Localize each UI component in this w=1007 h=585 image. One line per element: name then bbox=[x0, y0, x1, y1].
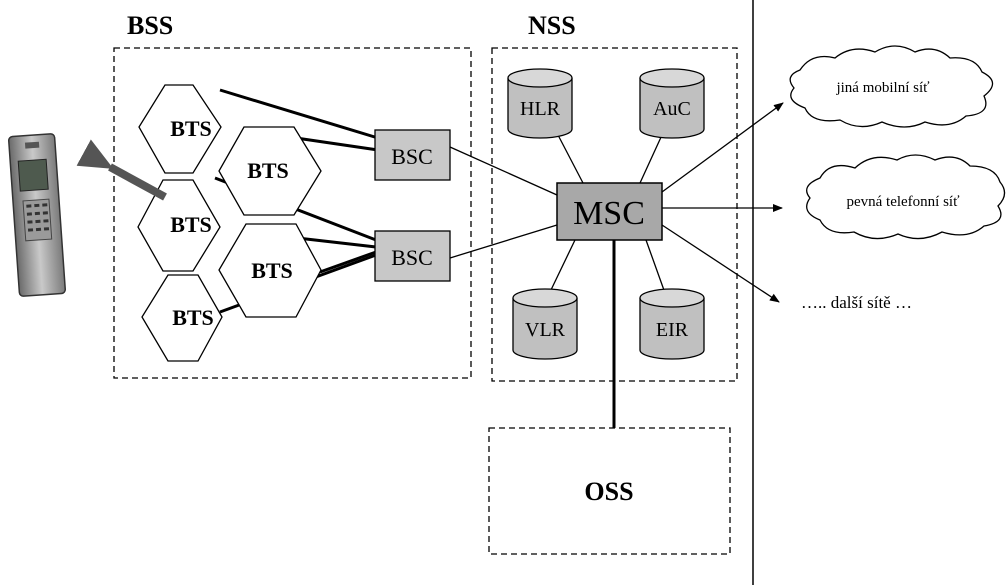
auc-label: AuC bbox=[653, 98, 691, 120]
auc-database[interactable]: AuC bbox=[639, 68, 705, 139]
link-msc-hlr bbox=[557, 134, 584, 184]
vlr-label: VLR bbox=[525, 319, 566, 341]
bts-cell-5 bbox=[141, 274, 223, 362]
hlr-database[interactable]: HLR bbox=[507, 68, 573, 139]
bts-label-5: BTS bbox=[172, 305, 214, 330]
mobile-network-cloud[interactable]: jiná mobilní síť bbox=[789, 45, 994, 128]
bts-cell-3 bbox=[137, 179, 221, 272]
bsc-1-label: BSC bbox=[391, 144, 433, 169]
bts-cells bbox=[137, 84, 322, 362]
other-networks-label: ….. další sítě … bbox=[801, 293, 912, 312]
bts-cell-1 bbox=[138, 84, 222, 174]
oss-group-box[interactable] bbox=[488, 427, 731, 555]
bts-label-4: BTS bbox=[251, 258, 293, 283]
bts-cell-2 bbox=[218, 126, 322, 216]
bts-cell-4 bbox=[218, 223, 322, 318]
link-bsc2-msc bbox=[449, 224, 558, 259]
bsc-2-label: BSC bbox=[391, 245, 433, 270]
mobile-phone-icon[interactable] bbox=[7, 133, 67, 297]
bts-to-phone-arrow bbox=[76, 139, 167, 201]
link-bsc1-msc bbox=[449, 146, 558, 196]
link-bts1-bsc1 bbox=[219, 88, 379, 140]
link-msc-auc bbox=[639, 134, 663, 184]
link-bts6-bsc2 bbox=[319, 250, 377, 274]
msc-label: MSC bbox=[573, 195, 645, 232]
bts-label-1: BTS bbox=[170, 116, 212, 141]
link-msc-eir bbox=[645, 239, 666, 294]
mobile-network-label: jiná mobilní síť bbox=[835, 80, 930, 96]
external-links bbox=[661, 102, 784, 303]
oss-title: OSS bbox=[584, 477, 633, 506]
vlr-database[interactable]: VLR bbox=[512, 288, 578, 360]
bss-group-box bbox=[113, 47, 472, 379]
msc-node[interactable]: MSC bbox=[556, 182, 663, 241]
bts-label-3: BTS bbox=[170, 212, 212, 237]
bts-labels: BTS BTS BTS BTS BTS bbox=[170, 116, 293, 330]
msc-links bbox=[549, 134, 666, 294]
bss-title: BSS bbox=[127, 11, 173, 40]
arrow-mobile-net bbox=[661, 102, 784, 193]
link-msc-vlr bbox=[549, 239, 576, 293]
bts-label-2: BTS bbox=[247, 158, 289, 183]
eir-label: EIR bbox=[656, 319, 689, 341]
bsc-msc-links bbox=[449, 146, 558, 259]
bsc-1[interactable]: BSC bbox=[374, 129, 451, 181]
fixed-network-label: pevná telefonní síť bbox=[846, 194, 960, 210]
fixed-network-cloud[interactable]: pevná telefonní síť bbox=[806, 154, 1006, 240]
bsc-2[interactable]: BSC bbox=[374, 230, 451, 282]
arrow-other-net bbox=[661, 224, 780, 303]
hlr-label: HLR bbox=[520, 98, 561, 120]
nss-title: NSS bbox=[528, 11, 576, 40]
eir-database[interactable]: EIR bbox=[639, 288, 705, 360]
